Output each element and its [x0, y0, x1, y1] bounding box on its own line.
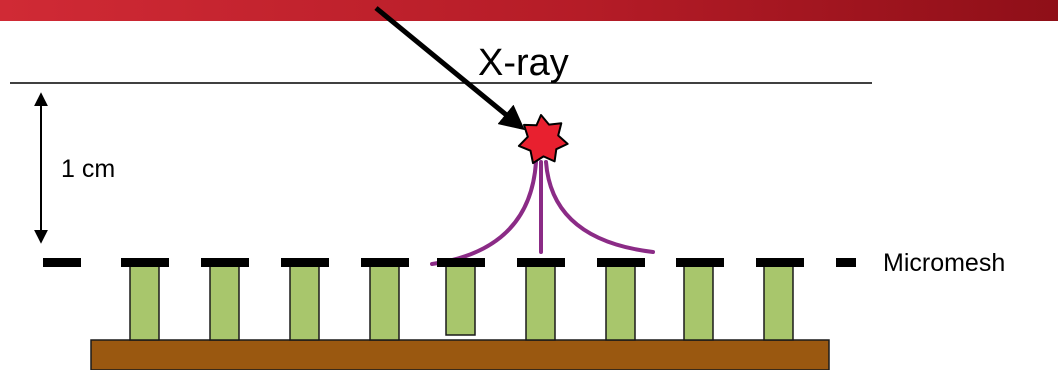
avalanche-lines — [430, 160, 655, 266]
mesh-segment — [121, 258, 169, 267]
mesh-segment — [201, 258, 249, 267]
mesh-segment — [676, 258, 724, 267]
pillar — [683, 265, 714, 341]
distance-label: 1 cm — [61, 155, 116, 183]
xray-arrow-icon — [374, 6, 525, 131]
micromesh — [43, 258, 856, 267]
pillar — [129, 265, 160, 341]
mesh-segment — [361, 258, 409, 267]
header-bar — [0, 0, 1058, 21]
xray-label: X-ray — [478, 42, 569, 84]
mesh-segment — [597, 258, 645, 267]
mesh-segment — [756, 258, 804, 267]
anode-substrate — [90, 339, 830, 370]
avalanche-line-right — [544, 160, 655, 254]
avalanche-line-left — [430, 160, 538, 266]
mesh-segment — [43, 258, 81, 267]
pillar — [763, 265, 794, 341]
micromesh-label: Micromesh — [883, 249, 1006, 277]
mesh-segment — [836, 258, 856, 267]
mesh-segment — [281, 258, 329, 267]
pillar — [605, 265, 636, 341]
pillar — [209, 265, 240, 341]
pillar — [525, 265, 556, 341]
interaction-star-icon — [517, 114, 569, 165]
pillars — [129, 265, 794, 341]
pillar — [289, 265, 320, 341]
mesh-segment — [437, 258, 485, 267]
pillar — [445, 265, 476, 336]
mesh-segment — [517, 258, 565, 267]
pillar — [369, 265, 400, 341]
